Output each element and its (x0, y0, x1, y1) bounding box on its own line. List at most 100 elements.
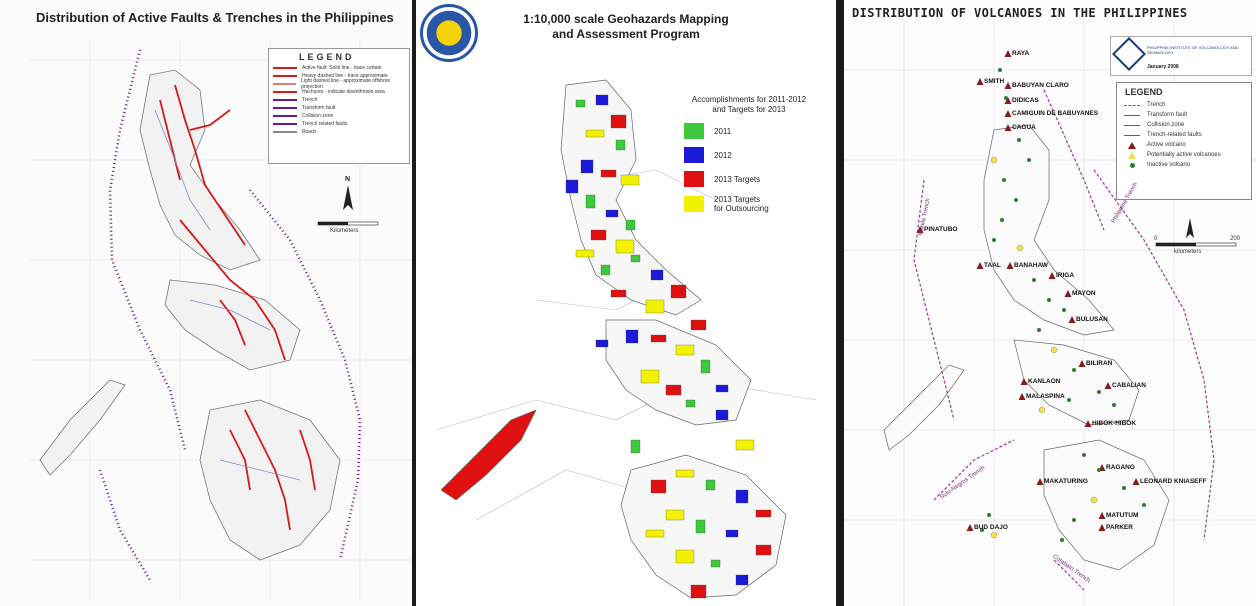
geohazards-patch (625, 329, 639, 344)
mindanao-landmass (199, 399, 341, 561)
volcanoes-map-title: DISTRIBUTION OF VOLCANOES IN THE PHILIPP… (852, 6, 1188, 20)
inactive-volcano-marker (1000, 218, 1004, 222)
geohazards-patch (710, 559, 721, 568)
geohazards-patch (575, 249, 595, 258)
active-volcano-marker (976, 262, 984, 269)
geohazards-legend-label-line1: 2011 (714, 126, 732, 136)
active-volcano-marker (1084, 420, 1092, 427)
geohazards-title-line1: 1:10,000 scale Geohazards Mapping (523, 12, 729, 26)
roads (154, 109, 301, 481)
phivolcs-name: PHILIPPINE INSTITUTE OF VOLCANOLOGY AND … (1147, 45, 1239, 55)
geohazards-legend-label: 2013 Targets (714, 175, 760, 184)
volcano-label: CAMIGUIN DE BABUYANES (1012, 110, 1099, 117)
luzon-landmass (139, 69, 261, 271)
volcano-label: MAYON (1072, 290, 1096, 297)
potentially-active-volcano-marker (990, 531, 998, 539)
geohazards-patch (650, 479, 667, 494)
volcanoes-legend-row: Active volcano (1117, 140, 1251, 150)
geohazards-patch (645, 299, 665, 314)
faults-legend-row: Trench related faults (269, 120, 409, 128)
geohazards-patch (755, 509, 772, 518)
volcanoes-legend-row: Collision zone (1117, 120, 1251, 130)
faults-legend-row: Light dashed line - approximate offshore… (269, 78, 409, 90)
active-volcano-marker (1098, 512, 1106, 519)
inactive-volcano-marker (992, 238, 996, 242)
faults-legend-swatch (273, 91, 297, 93)
volcano-label: PARKER (1106, 524, 1133, 531)
inactive-volcano-marker (1062, 308, 1066, 312)
volcanoes-legend-label: Potentially active volcanoes (1147, 152, 1221, 158)
geohazards-patch (595, 94, 609, 106)
active-volcano-marker (1068, 316, 1076, 323)
faults-legend-swatch (273, 75, 297, 77)
geohazards-patch (645, 529, 665, 538)
volcanoes-legend-label: Trench (1147, 102, 1166, 108)
volcano-label: TAAL (984, 262, 1001, 269)
cotabato-trench (98, 469, 152, 581)
inactive-volcano-marker (987, 513, 991, 517)
volcano-label: RAYA (1012, 50, 1030, 57)
geohazards-legend-label: 2011 (714, 127, 731, 136)
geohazards-patch (725, 529, 739, 538)
geohazards-patch (670, 284, 687, 299)
geohazards-patch (600, 169, 617, 178)
inactive-volcano-marker (1112, 403, 1116, 407)
geohazards-patch (650, 334, 667, 343)
geohazards-patch (675, 344, 695, 356)
active-volcano-marker (1006, 262, 1014, 269)
faults-north-label: N (345, 176, 351, 183)
active-volcano-marker (1018, 393, 1026, 400)
volcano-label: KANLAON (1028, 378, 1061, 385)
phivolcs-logo-icon (1112, 37, 1146, 71)
geohazards-legend-heading: Accomplishments for 2011-2012 and Target… (684, 95, 814, 115)
volcanoes-legend-label: Active volcano (1147, 142, 1186, 148)
dot-green-icon (1123, 162, 1141, 168)
faults-legend-swatch (273, 99, 297, 101)
faults-legend-row: Active fault: Solid line - trace certain (269, 64, 409, 72)
active-volcano-marker (1004, 50, 1012, 57)
inactive-volcano-marker (1002, 178, 1006, 182)
volcano-label: BUD DAJO (974, 524, 1008, 531)
phivolcs-date: January 2008 (1147, 64, 1179, 70)
faults-legend: LEGEND Active fault: Solid line - trace … (268, 48, 410, 164)
faults-legend-swatch (273, 107, 297, 109)
inactive-volcano-marker (980, 528, 984, 532)
geohazards-map-panel: 1:10,000 scale Geohazards Mapping and As… (416, 0, 836, 606)
philippine-trench (249, 189, 362, 561)
mgb-seal-logo (420, 4, 478, 62)
inactive-volcano-marker (1047, 298, 1051, 302)
geohazards-patch (715, 409, 729, 421)
geohazards-legend-heading-line1: Accomplishments for 2011-2012 (691, 95, 807, 104)
volcanoes-legend-row: Trench-related faults (1117, 130, 1251, 140)
volcano-label: SMITH (984, 78, 1005, 85)
geohazards-legend-label-line1: 2012 (714, 150, 732, 160)
geohazards-patch (585, 129, 605, 138)
geohazards-patch (615, 239, 635, 254)
volcanoes-legend-row: Inactive volcano (1117, 160, 1251, 170)
faults-legend-label: Heavy dashed line - trace approximate (302, 73, 388, 79)
geohazards-legend-swatch (684, 171, 704, 187)
geohazards-patch (565, 179, 579, 194)
volcano-label: MATUTUM (1106, 512, 1139, 519)
active-volcano-marker (1098, 524, 1106, 531)
volcano-label: CABALIAN (1112, 382, 1146, 389)
volcano-label: MAKATURING (1044, 478, 1088, 485)
geohazards-patch (580, 159, 594, 174)
potentially-active-volcano-marker (1016, 244, 1024, 252)
potentially-active-volcano-marker (1090, 496, 1098, 504)
geohazards-patch (630, 254, 641, 263)
volcano-label: BANAHAW (1014, 262, 1048, 269)
geohazards-patch (700, 359, 711, 374)
volcano-markers (916, 50, 1146, 542)
active-volcano-marker (1020, 378, 1028, 385)
faults-legend-row: Hachures - indicate downthrown area (269, 88, 409, 96)
volc-visayas (1013, 339, 1140, 426)
volcanoes-legend-label: Collision zone (1147, 122, 1185, 128)
inactive-volcano-marker (1072, 518, 1076, 522)
geohazards-patch (640, 369, 660, 384)
geohazards-legend-row: 2013 Targets (684, 171, 814, 187)
manila-trench (108, 49, 187, 451)
faults-map-panel: Distribution of Active Faults & Trenches… (0, 0, 412, 606)
